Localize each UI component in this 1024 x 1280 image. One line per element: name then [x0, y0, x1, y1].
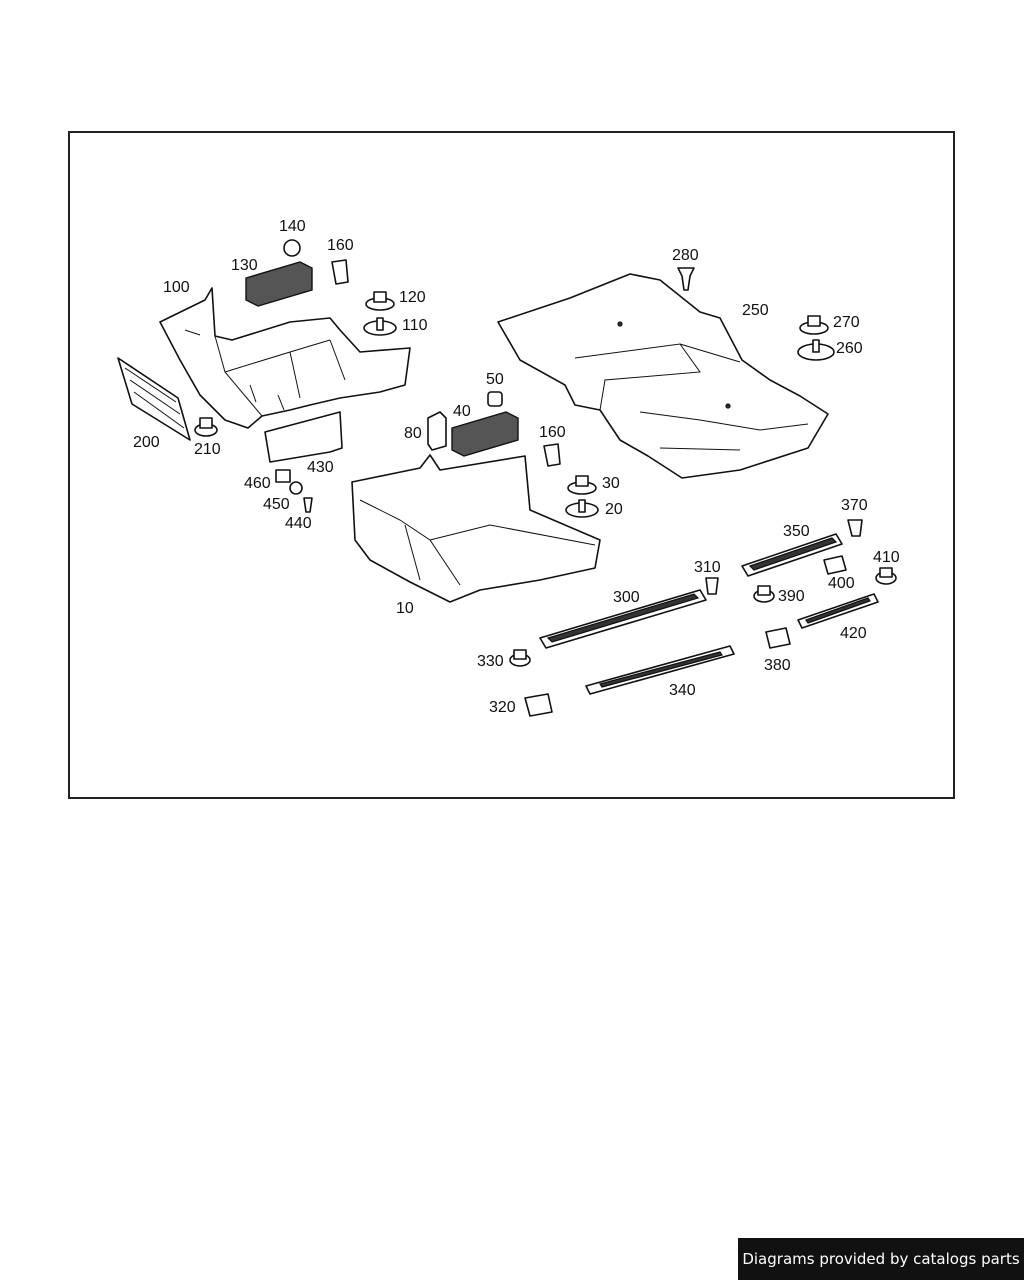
part-430-bracket[interactable] — [264, 411, 343, 463]
callout-300: 300 — [613, 589, 640, 606]
part-320-clip-block[interactable] — [524, 693, 553, 717]
part-460-clip[interactable] — [275, 469, 291, 483]
part-340-trim-strip[interactable] — [585, 645, 735, 695]
part-270-push-nut[interactable] — [799, 315, 829, 335]
part-330-nut[interactable] — [509, 649, 531, 667]
callout-410: 410 — [873, 549, 900, 566]
part-250-main-carpet[interactable] — [497, 273, 829, 479]
callout-350: 350 — [783, 523, 810, 540]
part-80-clip-block[interactable] — [427, 411, 447, 451]
part-410-nut[interactable] — [875, 567, 897, 585]
part-450-washer[interactable] — [289, 481, 303, 495]
callout-250: 250 — [742, 302, 769, 319]
part-400-clip[interactable] — [823, 555, 847, 575]
part-200-side-panel[interactable] — [117, 357, 191, 441]
callout-270: 270 — [833, 314, 860, 331]
callout-10: 10 — [396, 600, 414, 617]
part-350-rear-sill-plate[interactable] — [741, 533, 843, 577]
part-30-push-nut[interactable] — [567, 475, 597, 495]
callout-160-lower: 160 — [539, 424, 566, 441]
callout-210: 210 — [194, 441, 221, 458]
part-310-clip[interactable] — [705, 577, 719, 595]
part-280-screw[interactable] — [677, 267, 695, 291]
callout-370: 370 — [841, 497, 868, 514]
part-420-trim-strip[interactable] — [797, 593, 879, 629]
part-300-sill-plate[interactable] — [539, 589, 707, 649]
callout-280: 280 — [672, 247, 699, 264]
callout-390: 390 — [778, 588, 805, 605]
footer-credit-text: Diagrams provided by catalogs parts — [742, 1250, 1020, 1268]
callout-450: 450 — [263, 496, 290, 513]
callout-330: 330 — [477, 653, 504, 670]
part-160-lower-retainer[interactable] — [543, 443, 561, 467]
part-10-front-carpet[interactable] — [351, 454, 601, 603]
part-440-screw[interactable] — [303, 497, 313, 513]
callout-130: 130 — [231, 257, 258, 274]
callout-310: 310 — [694, 559, 721, 576]
part-100-rear-carpet[interactable] — [159, 287, 411, 429]
part-110-grommet[interactable] — [363, 317, 397, 336]
callout-200: 200 — [133, 434, 160, 451]
part-140-clip[interactable] — [283, 239, 301, 257]
part-40-mesh-panel[interactable] — [451, 411, 519, 457]
callout-430: 430 — [307, 459, 334, 476]
callout-420: 420 — [840, 625, 867, 642]
callout-260: 260 — [836, 340, 863, 357]
callout-40: 40 — [453, 403, 471, 420]
callout-110: 110 — [402, 317, 428, 334]
callout-140: 140 — [279, 218, 306, 235]
part-380-clip-block[interactable] — [765, 627, 791, 649]
callout-380: 380 — [764, 657, 791, 674]
callout-320: 320 — [489, 699, 516, 716]
part-390-nut[interactable] — [753, 585, 775, 603]
callout-20: 20 — [605, 501, 623, 518]
callout-120: 120 — [399, 289, 426, 306]
callout-80: 80 — [404, 425, 422, 442]
part-120-push-nut[interactable] — [365, 291, 395, 311]
footer-credit-badge: Diagrams provided by catalogs parts — [738, 1238, 1024, 1280]
part-210-nut[interactable] — [194, 417, 218, 437]
part-160-upper-retainer[interactable] — [331, 259, 349, 285]
part-370-clip[interactable] — [847, 519, 863, 537]
part-130-mesh-panel[interactable] — [245, 261, 313, 307]
part-20-grommet[interactable] — [565, 499, 599, 518]
callout-460: 460 — [244, 475, 271, 492]
callout-400: 400 — [828, 575, 855, 592]
callout-340: 340 — [669, 682, 696, 699]
callout-50: 50 — [486, 371, 504, 388]
callout-30: 30 — [602, 475, 620, 492]
callout-160-upper: 160 — [327, 237, 354, 254]
callout-440: 440 — [285, 515, 312, 532]
part-50-grommet[interactable] — [487, 391, 503, 407]
callout-100: 100 — [163, 279, 190, 296]
part-260-grommet[interactable] — [797, 339, 835, 361]
